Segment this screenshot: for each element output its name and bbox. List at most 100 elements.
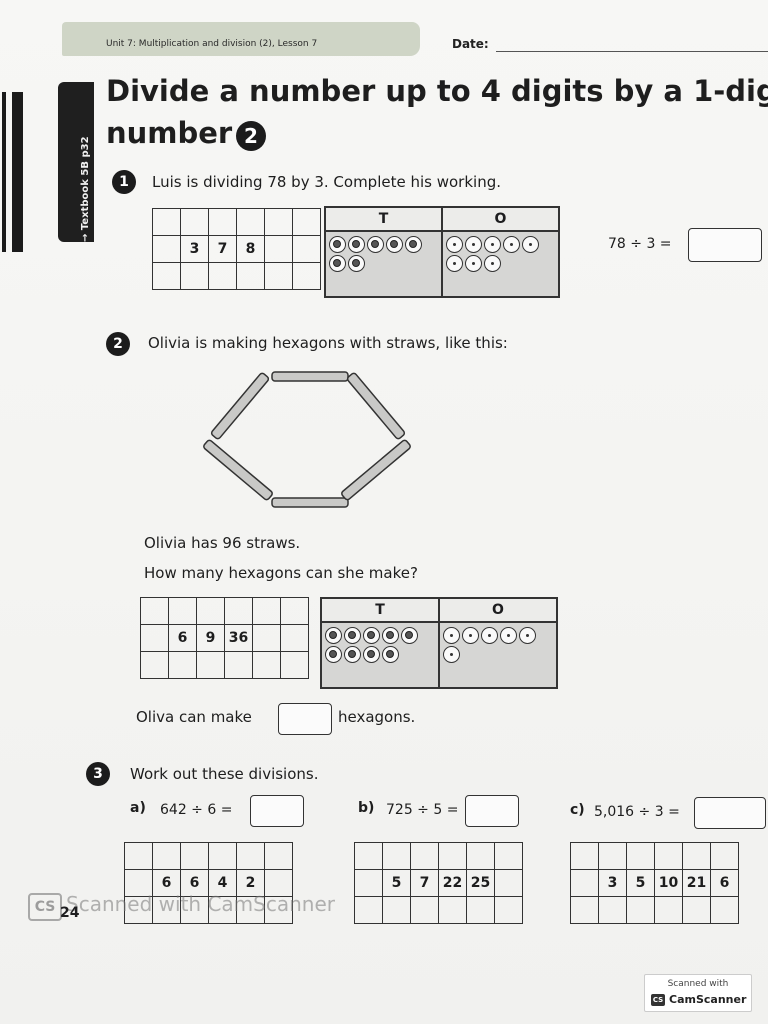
one-counter-icon: [446, 236, 463, 253]
grid-cell[interactable]: 9: [196, 624, 225, 652]
grid-cell[interactable]: [140, 597, 169, 625]
q1-answer-box[interactable]: [688, 228, 762, 262]
grid-cell[interactable]: [494, 842, 523, 870]
grid-cell[interactable]: [710, 842, 739, 870]
grid-cell[interactable]: [264, 842, 293, 870]
grid-cell[interactable]: [140, 624, 169, 652]
grid-cell[interactable]: [180, 842, 209, 870]
grid-cell[interactable]: [292, 208, 321, 236]
q2-answer-box[interactable]: [278, 703, 332, 735]
grid-cell[interactable]: [208, 208, 237, 236]
grid-cell[interactable]: [252, 624, 281, 652]
grid-cell[interactable]: [236, 842, 265, 870]
grid-cell[interactable]: 10: [654, 869, 683, 897]
grid-cell[interactable]: [354, 842, 383, 870]
grid-cell[interactable]: 5: [626, 869, 655, 897]
grid-cell[interactable]: [682, 896, 711, 924]
grid-cell[interactable]: [140, 651, 169, 679]
grid-cell[interactable]: [410, 896, 439, 924]
q3a-answer-box[interactable]: [250, 795, 304, 827]
grid-cell[interactable]: [466, 896, 495, 924]
grid-cell[interactable]: [196, 651, 225, 679]
grid-cell[interactable]: [252, 651, 281, 679]
grid-cell[interactable]: [494, 896, 523, 924]
grid-cell[interactable]: 6: [180, 869, 209, 897]
grid-cell[interactable]: 7: [410, 869, 439, 897]
one-counter-icon: [465, 255, 482, 272]
grid-cell[interactable]: 6: [168, 624, 197, 652]
grid-cell[interactable]: 3: [598, 869, 627, 897]
grid-cell[interactable]: 36: [224, 624, 253, 652]
grid-cell[interactable]: [252, 597, 281, 625]
grid-cell[interactable]: [382, 842, 411, 870]
question-2-text: Olivia is making hexagons with straws, l…: [148, 334, 508, 352]
grid-cell[interactable]: [598, 896, 627, 924]
grid-cell[interactable]: [438, 896, 467, 924]
grid-cell[interactable]: [264, 869, 293, 897]
grid-cell[interactable]: [570, 869, 599, 897]
grid-cell[interactable]: [152, 262, 181, 290]
grid-cell[interactable]: [494, 869, 523, 897]
q3b-answer-box[interactable]: [465, 795, 519, 827]
grid-cell[interactable]: [292, 262, 321, 290]
grid-cell[interactable]: [124, 842, 153, 870]
grid-cell[interactable]: [438, 842, 467, 870]
q3c-answer-box[interactable]: [694, 797, 766, 829]
grid-cell[interactable]: [466, 842, 495, 870]
badge-top-text: Scanned with: [667, 979, 729, 989]
grid-cell[interactable]: [354, 869, 383, 897]
grid-cell[interactable]: 8: [236, 235, 265, 263]
grid-cell[interactable]: [224, 597, 253, 625]
grid-cell[interactable]: [410, 842, 439, 870]
grid-cell[interactable]: 5: [382, 869, 411, 897]
grid-cell[interactable]: [292, 235, 321, 263]
grid-cell[interactable]: [354, 896, 383, 924]
grid-cell[interactable]: [280, 651, 309, 679]
grid-cell[interactable]: [280, 597, 309, 625]
grid-cell[interactable]: 7: [208, 235, 237, 263]
straw: [271, 371, 349, 382]
grid-cell[interactable]: [382, 896, 411, 924]
grid-cell[interactable]: [570, 842, 599, 870]
grid-cell[interactable]: [168, 651, 197, 679]
grid-cell[interactable]: [180, 262, 209, 290]
camscanner-logo-icon: CS: [28, 893, 62, 921]
grid-row: [140, 651, 309, 679]
grid-cell[interactable]: [264, 235, 293, 263]
grid-cell[interactable]: [264, 208, 293, 236]
grid-cell[interactable]: [168, 597, 197, 625]
grid-cell[interactable]: [570, 896, 599, 924]
grid-cell[interactable]: [224, 651, 253, 679]
grid-cell[interactable]: 6: [710, 869, 739, 897]
grid-cell[interactable]: [654, 896, 683, 924]
grid-cell[interactable]: [236, 262, 265, 290]
grid-cell[interactable]: 3: [180, 235, 209, 263]
grid-cell[interactable]: [598, 842, 627, 870]
grid-cell[interactable]: 6: [152, 869, 181, 897]
grid-cell[interactable]: [682, 842, 711, 870]
grid-cell[interactable]: [152, 842, 181, 870]
grid-cell[interactable]: [280, 624, 309, 652]
grid-cell[interactable]: [208, 262, 237, 290]
grid-cell[interactable]: [264, 896, 293, 924]
grid-cell[interactable]: [180, 208, 209, 236]
grid-cell[interactable]: 2: [236, 869, 265, 897]
page-title-line2: number: [106, 116, 233, 150]
grid-cell[interactable]: 25: [466, 869, 495, 897]
grid-cell[interactable]: [152, 235, 181, 263]
grid-cell[interactable]: [208, 896, 237, 924]
grid-cell[interactable]: [264, 262, 293, 290]
grid-cell[interactable]: 22: [438, 869, 467, 897]
grid-cell[interactable]: [180, 896, 209, 924]
grid-cell[interactable]: [196, 597, 225, 625]
ten-counter-icon: [382, 627, 399, 644]
grid-cell[interactable]: [710, 896, 739, 924]
grid-cell[interactable]: [236, 208, 265, 236]
grid-row: [354, 896, 523, 924]
grid-cell[interactable]: [626, 842, 655, 870]
grid-cell[interactable]: [208, 842, 237, 870]
grid-cell[interactable]: [654, 842, 683, 870]
grid-cell[interactable]: [152, 208, 181, 236]
grid-cell[interactable]: [626, 896, 655, 924]
grid-cell[interactable]: 21: [682, 869, 711, 897]
